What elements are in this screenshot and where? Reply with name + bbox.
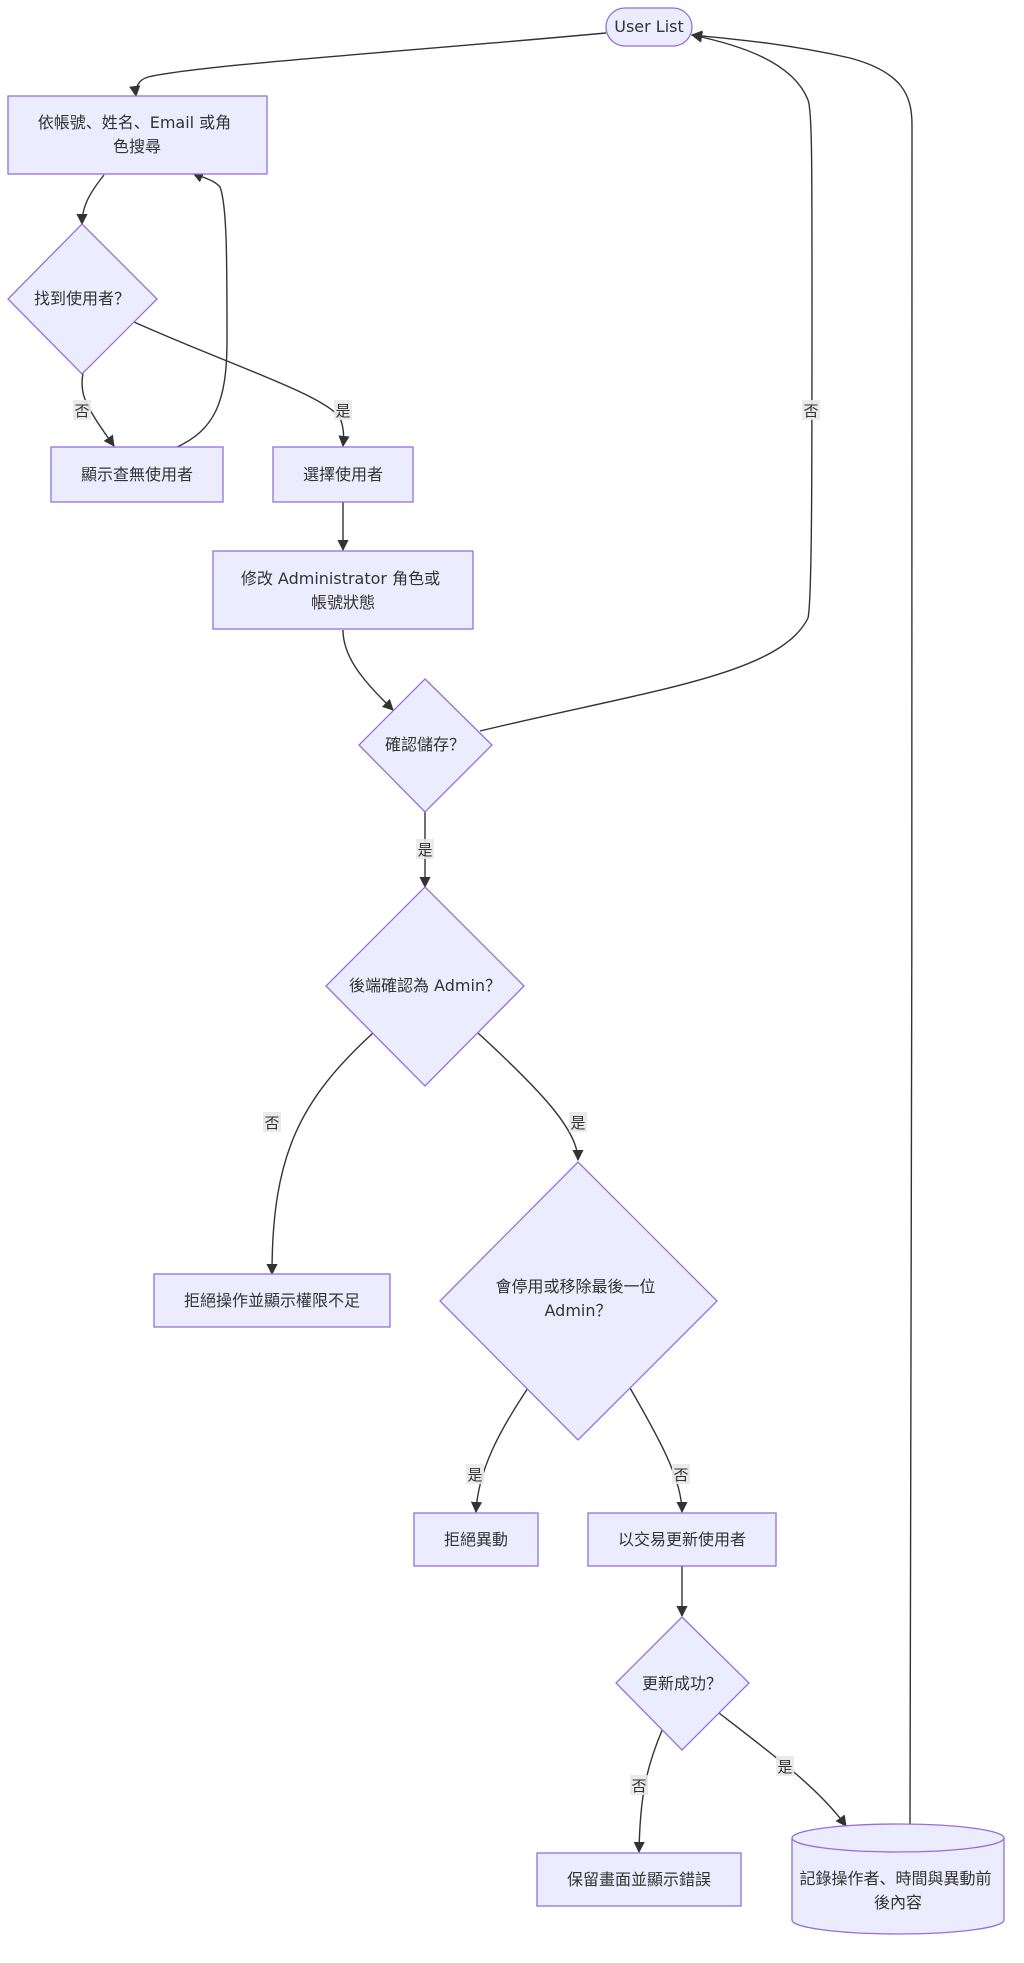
- node-last-admin-label: 會停用或移除最後一位 Admin？: [495, 1277, 660, 1320]
- node-search-label: 依帳號、姓名、Email 或角 色搜尋: [38, 113, 237, 156]
- edge-label-success-yes: 是: [777, 1758, 792, 1776]
- node-update-success: 更新成功？: [615, 1616, 750, 1751]
- node-reject-change-label: 拒絕異動: [444, 1530, 508, 1549]
- node-backend-admin: 後端確認為 Admin？: [325, 886, 525, 1087]
- node-reject-permission-label: 拒絕操作並顯示權限不足: [184, 1291, 360, 1310]
- edge-label-found-no: 否: [74, 402, 89, 420]
- edge-search-to-found: [76, 174, 105, 226]
- edge-nouser-to-search: [174, 172, 228, 449]
- edge-last-yes-to-rejectchange: [470, 1387, 529, 1514]
- edge-found-yes-to-select: [133, 321, 350, 448]
- edge-userlist-to-search: [129, 32, 607, 98]
- node-confirm-save: 確認儲存？: [358, 678, 493, 813]
- node-user-list: User List: [605, 7, 693, 47]
- edges: [76, 30, 913, 1854]
- edge-label-admin-yes: 是: [570, 1114, 585, 1132]
- node-edit-role: 修改 Administrator 角色或 帳號狀態: [212, 550, 474, 630]
- edge-label-confirm-yes: 是: [417, 841, 432, 859]
- edge-label-found-yes: 是: [335, 402, 350, 420]
- node-last-admin: 會停用或移除最後一位 Admin？: [439, 1161, 718, 1441]
- edge-label-admin-no: 否: [264, 1114, 279, 1132]
- node-no-user-label: 顯示查無使用者: [81, 465, 193, 484]
- node-transaction-update: 以交易更新使用者: [587, 1512, 777, 1567]
- node-confirm-save-label: 確認儲存？: [385, 735, 465, 754]
- node-update-success-label: 更新成功？: [642, 1674, 722, 1693]
- edge-label-success-no: 否: [631, 1777, 646, 1795]
- edge-label-confirm-no: 否: [803, 402, 818, 420]
- node-transaction-update-label: 以交易更新使用者: [618, 1530, 746, 1549]
- edge-backend-no-to-reject: [266, 1032, 374, 1276]
- node-keep-error-label: 保留畫面並顯示錯誤: [567, 1870, 711, 1889]
- edge-auditlog-to-userlist: [690, 30, 913, 1827]
- edge-label-last-yes: 是: [467, 1466, 482, 1484]
- edge-confirm-no-to-userlist: [479, 31, 813, 732]
- edge-edit-to-confirm: [342, 629, 394, 711]
- edge-found-no-to-nouser: [81, 372, 115, 447]
- node-select-user: 選擇使用者: [272, 446, 414, 503]
- node-user-list-label: User List: [614, 17, 684, 36]
- node-select-user-label: 選擇使用者: [303, 465, 383, 484]
- node-reject-permission: 拒絕操作並顯示權限不足: [153, 1273, 391, 1328]
- edge-label-last-no: 否: [673, 1466, 688, 1484]
- node-audit-log: 記錄操作者、時間與異動前 後內容: [791, 1823, 1005, 1935]
- node-reject-change: 拒絕異動: [413, 1512, 539, 1567]
- node-audit-log-label: 記錄操作者、時間與異動前 後內容: [799, 1869, 996, 1912]
- node-search: 依帳號、姓名、Email 或角 色搜尋: [7, 95, 268, 175]
- edge-backend-yes-to-last: [477, 1032, 584, 1162]
- node-backend-admin-label: 後端確認為 Admin？: [349, 976, 501, 995]
- edge-last-no-to-transaction: [629, 1387, 688, 1514]
- node-keep-error: 保留畫面並顯示錯誤: [536, 1852, 742, 1907]
- nodes: User List 依帳號、姓名、Email 或角 色搜尋 找到使用者？ 顯示查…: [7, 7, 1005, 1935]
- node-edit-role-label: 修改 Administrator 角色或 帳號狀態: [241, 569, 445, 612]
- node-found-user: 找到使用者？: [7, 223, 158, 375]
- edge-labels: 否 是 否 是 否 是 是 否 否 是: [73, 400, 820, 1795]
- node-no-user: 顯示查無使用者: [50, 446, 224, 503]
- edge-success-yes-to-auditlog: [718, 1712, 847, 1827]
- node-found-user-label: 找到使用者？: [34, 289, 130, 308]
